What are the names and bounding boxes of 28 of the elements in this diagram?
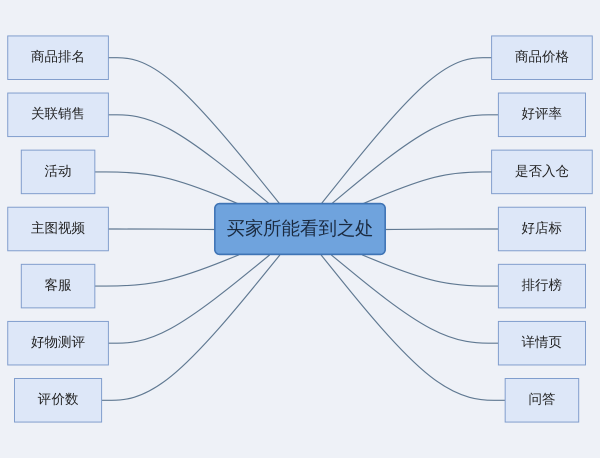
node-box: 好店标: [498, 206, 586, 252]
connector: [330, 114, 498, 205]
connector: [330, 254, 498, 344]
node-box: 排行榜: [498, 264, 586, 308]
node-box: 商品排名: [7, 35, 109, 80]
connector: [94, 171, 240, 205]
connector: [108, 57, 280, 204]
node-box: 活动: [20, 150, 96, 194]
node-box: 主图视频: [7, 206, 109, 252]
node-box: 好评率: [498, 92, 586, 138]
node-box: 客服: [20, 264, 96, 308]
connector: [386, 228, 498, 230]
connector: [320, 254, 506, 401]
node-box: 详情页: [498, 320, 586, 366]
connector: [108, 114, 270, 205]
connector: [108, 254, 270, 344]
connector: [94, 254, 240, 287]
connector: [108, 228, 216, 230]
node-box: 问答: [504, 378, 580, 423]
connector: [320, 57, 492, 204]
node-box: 商品价格: [491, 35, 593, 80]
node-box: 评价数: [14, 378, 102, 423]
node-box: 是否入仓: [491, 150, 593, 194]
connector: [362, 254, 498, 287]
node-box: 好物测评: [7, 320, 109, 366]
connector: [362, 171, 492, 205]
node-box: 关联销售: [7, 92, 109, 138]
connector: [102, 254, 280, 401]
